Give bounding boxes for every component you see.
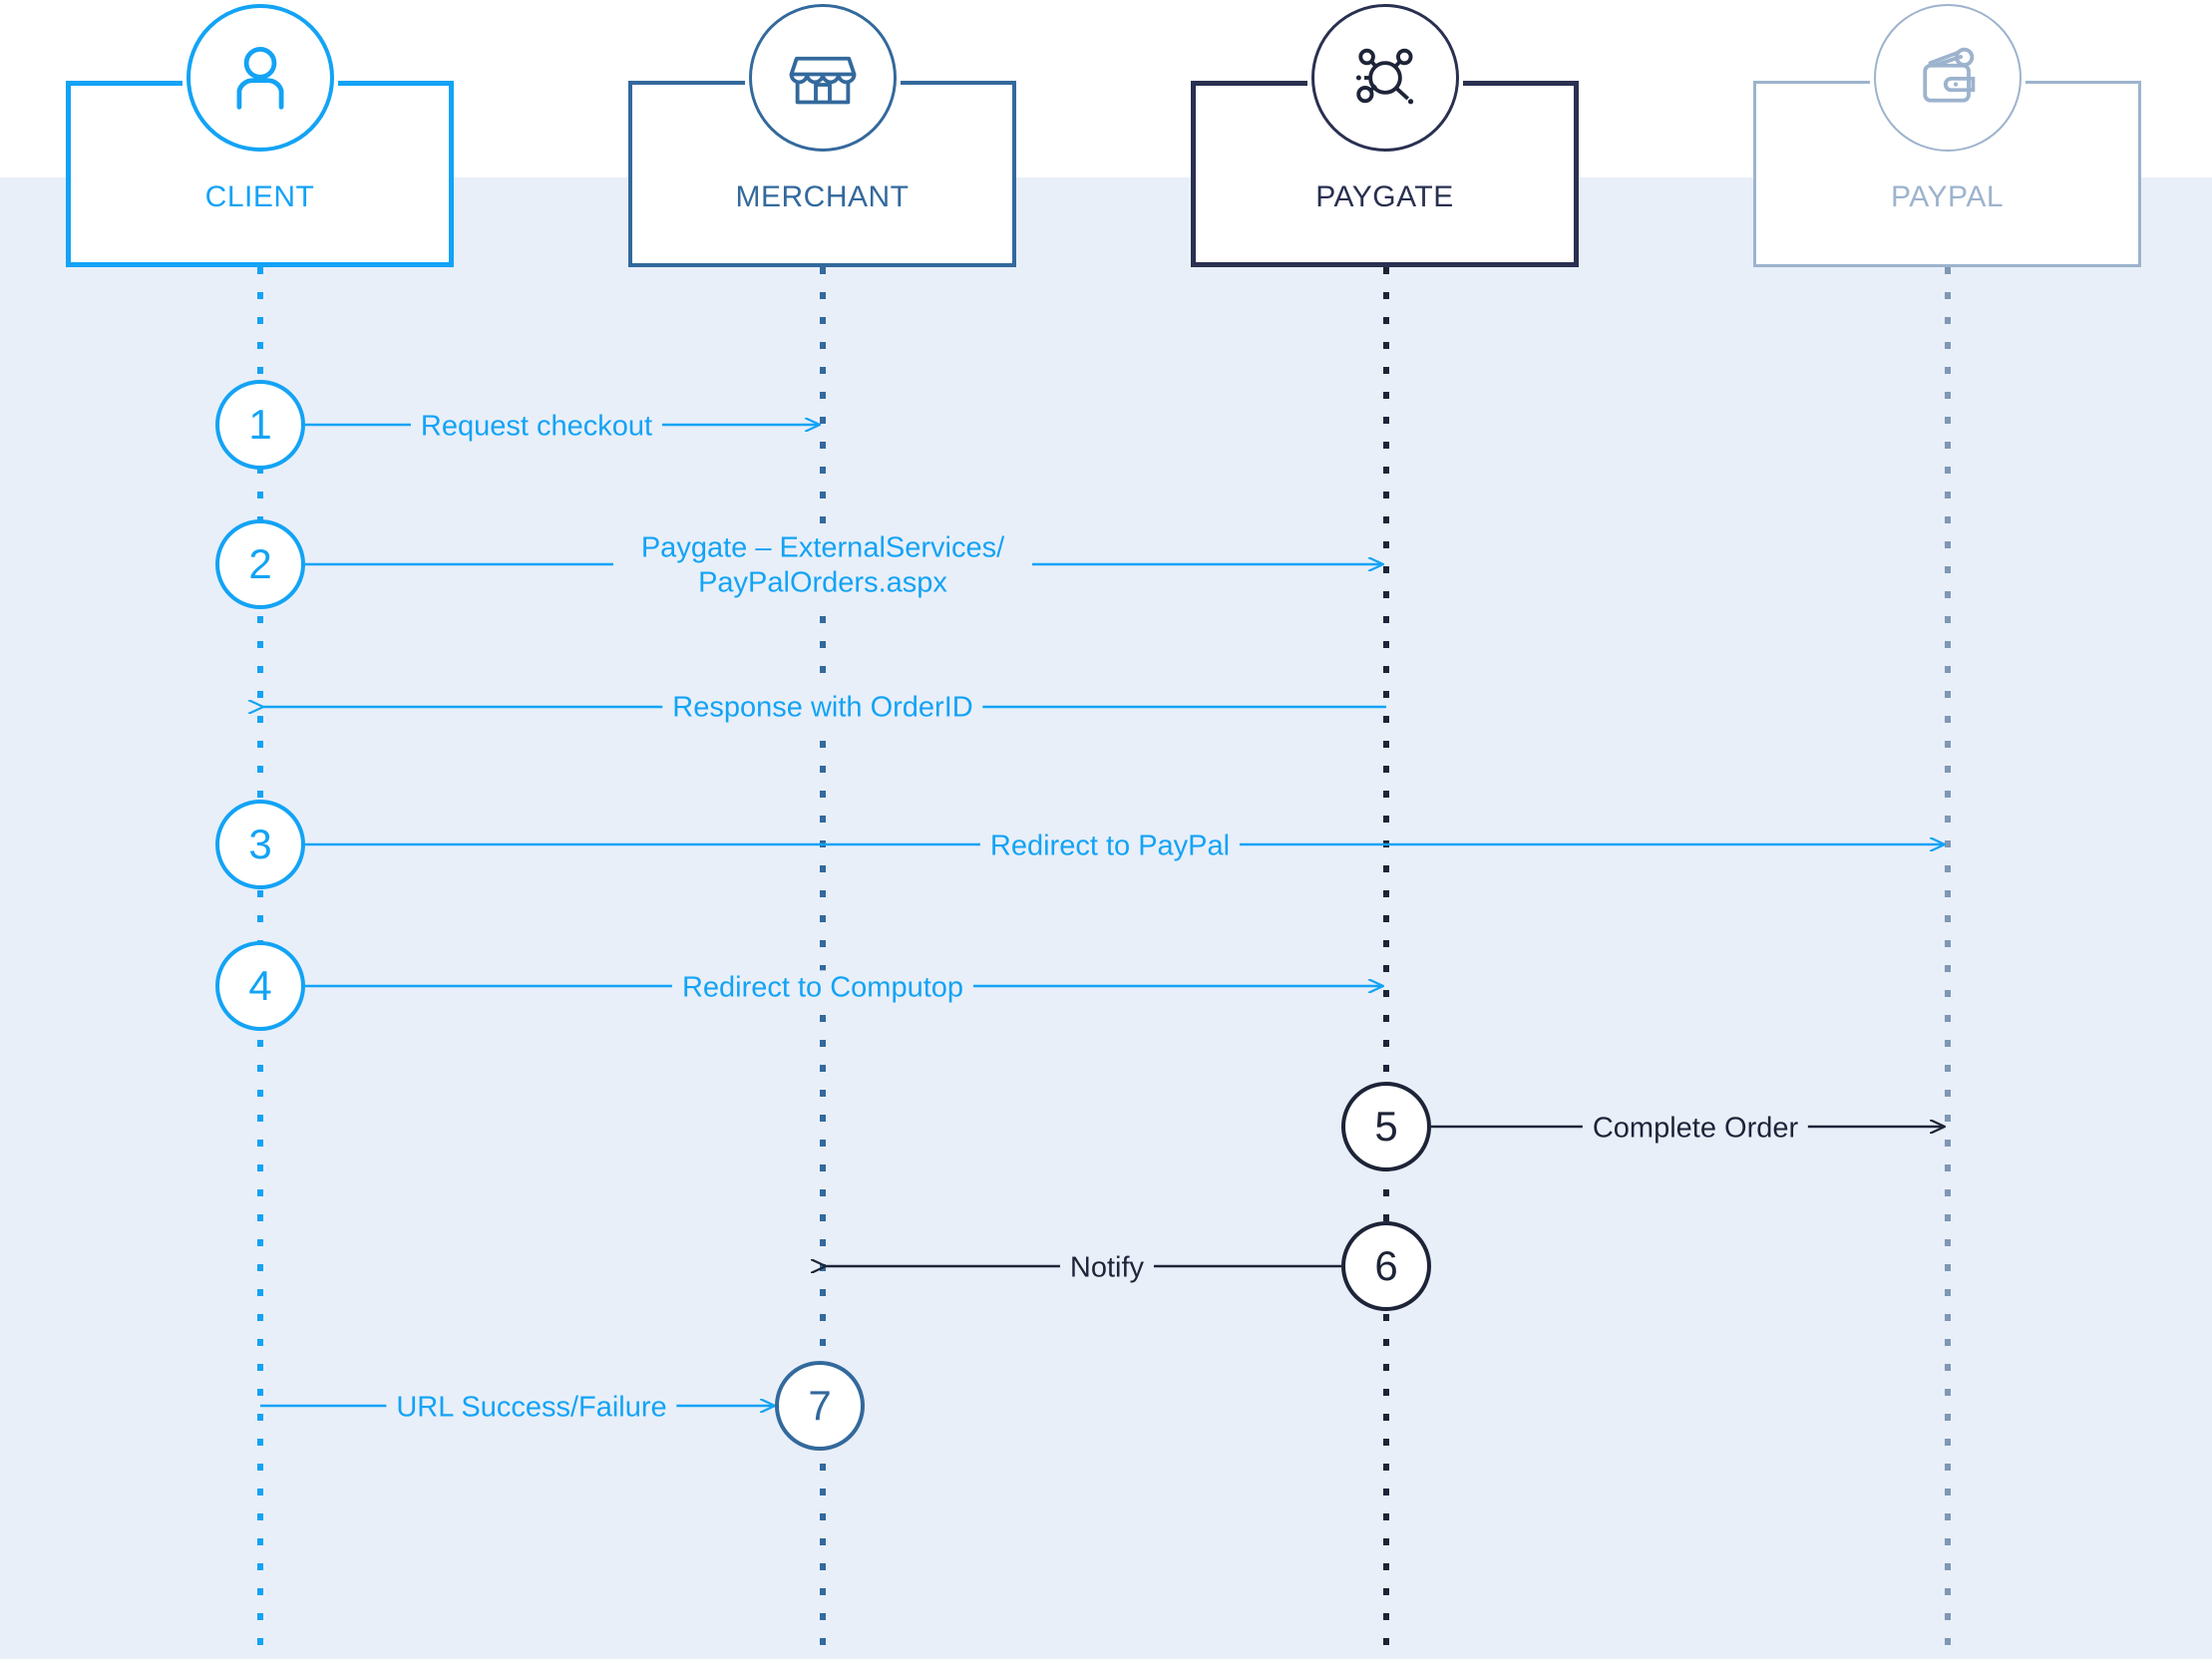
step-circle-3[interactable]: 3	[215, 800, 305, 889]
storefront-icon	[749, 4, 897, 152]
step-circle-5[interactable]: 5	[1341, 1082, 1431, 1171]
message-label-request-checkout: Request checkout	[410, 409, 663, 445]
message-label-complete-order: Complete Order	[1582, 1111, 1809, 1147]
lifelines	[257, 267, 1951, 1659]
actor-merchant-label: MERCHANT	[735, 180, 910, 213]
step-circle-2[interactable]: 2	[215, 519, 305, 609]
message-label-redirect-to-paypal: Redirect to PayPal	[979, 829, 1241, 864]
step-circle-6[interactable]: 6	[1341, 1221, 1431, 1311]
network-hub-icon	[1311, 4, 1459, 152]
message-label-response-orderid: Response with OrderID	[662, 690, 983, 726]
actor-paypal-label: PAYPAL	[1890, 180, 2005, 213]
step-circle-4[interactable]: 4	[215, 941, 305, 1031]
actor-client[interactable]: CLIENT	[66, 75, 454, 267]
actor-paygate-label: PAYGATE	[1315, 180, 1454, 213]
message-label-paygate-externalservices: Paygate – ExternalServices/ PayPalOrders…	[613, 530, 1032, 602]
actor-client-label: CLIENT	[204, 180, 315, 213]
message-label-url-success-failure: URL Success/Failure	[386, 1390, 677, 1426]
message-label-redirect-to-computop: Redirect to Computop	[671, 970, 974, 1006]
step-circle-1[interactable]: 1	[215, 380, 305, 470]
person-icon	[186, 4, 334, 152]
step-circle-7[interactable]: 7	[775, 1361, 865, 1451]
message-label-notify: Notify	[1059, 1250, 1155, 1286]
wallet-icon	[1874, 4, 2022, 152]
actor-client-box	[66, 81, 454, 267]
